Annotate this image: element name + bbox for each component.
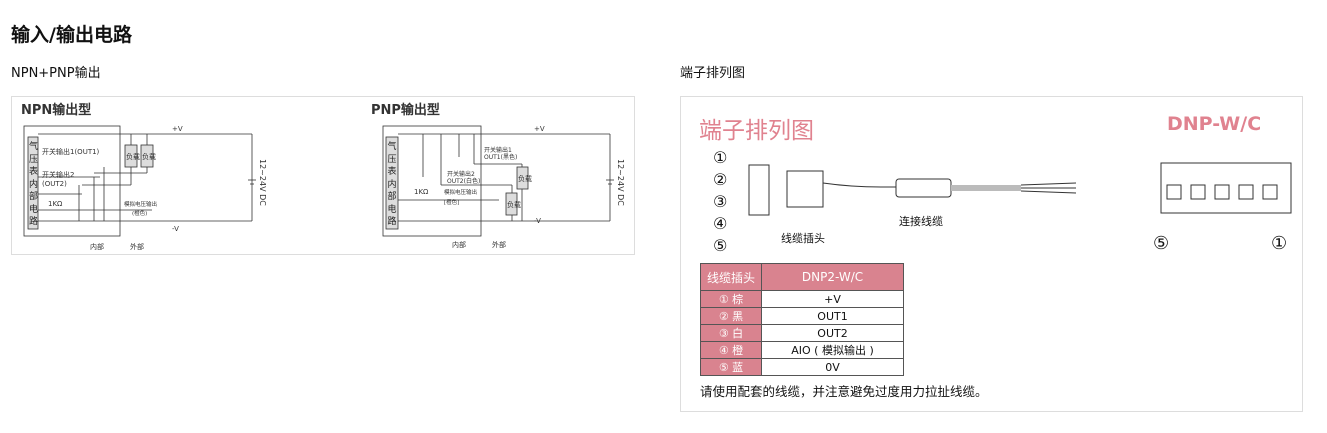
pnp-vminus: -V xyxy=(534,217,541,225)
cable-note: 请使用配套的线缆，并注意避免过度用力拉扯线缆。 xyxy=(700,384,988,399)
terminal-title: 端子排列图 xyxy=(699,118,814,144)
pnp-diagram: PNP输出型 xyxy=(371,102,614,237)
pin-right-label: ① xyxy=(1271,233,1288,254)
pin-left-label: ⑤ xyxy=(1153,233,1170,254)
pnp-load-2: 负载 xyxy=(507,200,521,209)
npn-out1-label: 开关输出1(OUT1) xyxy=(42,147,100,156)
pnp-inside-label: 内部 xyxy=(452,240,466,249)
npn-load-2: 负载 xyxy=(142,152,156,161)
pin-numbers: ① ② ③ ④ ⑤ xyxy=(713,147,727,257)
connector-label: 线缆插头 xyxy=(781,232,825,245)
npn-load-1: 负载 xyxy=(126,152,140,161)
text-label: ③ 白 xyxy=(700,324,762,342)
text-label: DNP2-W/C xyxy=(761,263,904,291)
right-caption: 端子排列图 xyxy=(680,66,746,81)
page-title: 输入/输出电路 xyxy=(11,24,132,46)
text-label: ② 黑 xyxy=(700,307,762,325)
npn-diagram: NPN输出型 xyxy=(21,102,256,237)
pnp-load-1: 负载 xyxy=(518,174,532,183)
pnp-title: PNP输出型 xyxy=(371,102,440,118)
npn-circuit-label: 气压表内部电路 xyxy=(28,142,38,227)
text-label: OUT1 xyxy=(761,307,904,325)
pin-2: ② xyxy=(713,170,728,189)
npn-out2-sub: (OUT2) xyxy=(42,180,67,188)
text-label: ① 棕 xyxy=(700,290,762,308)
pnp-circuit-label: 气压表内部电路 xyxy=(387,142,397,227)
npn-out2-label: 开关输出2 xyxy=(42,170,74,179)
pnp-out1-sub: OUT1(黑色) xyxy=(484,153,517,161)
pnp-out2-label: 开关输出2 xyxy=(447,170,475,178)
io-circuit-image: NPN输出型 开关输出1(OUT1) 开关输出2 (OUT2) 1KΩ 模拟电压… xyxy=(11,96,635,255)
pnp-analog-color: [橙色] xyxy=(444,198,459,206)
text-label: +V xyxy=(761,290,904,308)
npn-supply-label: 12~24V DC xyxy=(258,159,267,206)
pnp-out2-sub: OUT2(白色) xyxy=(447,177,480,185)
pnp-supply-label: 12~24V DC xyxy=(616,159,625,206)
terminal-face-drawing xyxy=(1160,162,1292,214)
text-label: ④ 橙 xyxy=(700,341,762,359)
pin-4: ④ xyxy=(713,214,728,233)
circuit-diagrams: NPN输出型 开关输出1(OUT1) 开关输出2 (OUT2) 1KΩ 模拟电压… xyxy=(21,102,625,251)
left-caption: NPN+PNP输出 xyxy=(11,66,101,81)
pnp-out1-label: 开关输出1 xyxy=(484,146,512,154)
text-label: ⑤ 蓝 xyxy=(700,358,762,376)
pnp-res-label: 1KΩ xyxy=(414,188,429,196)
text-label: OUT2 xyxy=(761,324,904,342)
npn-vplus: +V xyxy=(172,125,183,133)
model-label: DNP-W/C xyxy=(1167,113,1262,135)
pin-1: ① xyxy=(713,148,728,167)
npn-res-label: 1KΩ xyxy=(48,200,63,208)
npn-analog-color: (橙色) xyxy=(132,209,147,217)
pin-5: ⑤ xyxy=(713,236,728,255)
npn-title: NPN输出型 xyxy=(21,102,91,118)
text-label: 0V xyxy=(761,358,904,376)
pin-3: ③ xyxy=(713,192,728,211)
pnp-vplus: +V xyxy=(534,125,545,133)
npn-inside-label: 内部 xyxy=(90,242,104,251)
npn-analog-label: 模拟电压输出 xyxy=(124,200,157,208)
text-label: AIO ( 模拟输出 ) xyxy=(761,341,904,359)
pnp-analog-label: 模拟电压输出 xyxy=(444,188,477,196)
cable-label: 连接线缆 xyxy=(899,215,943,228)
connector-cable-drawing xyxy=(748,164,1077,216)
pnp-outside-label: 外部 xyxy=(492,240,506,249)
npn-outside-label: 外部 xyxy=(130,242,144,251)
table-row: ① 棕+V xyxy=(700,290,904,308)
text-label: 线缆插头 xyxy=(700,263,762,291)
npn-vminus: -V xyxy=(172,225,179,233)
